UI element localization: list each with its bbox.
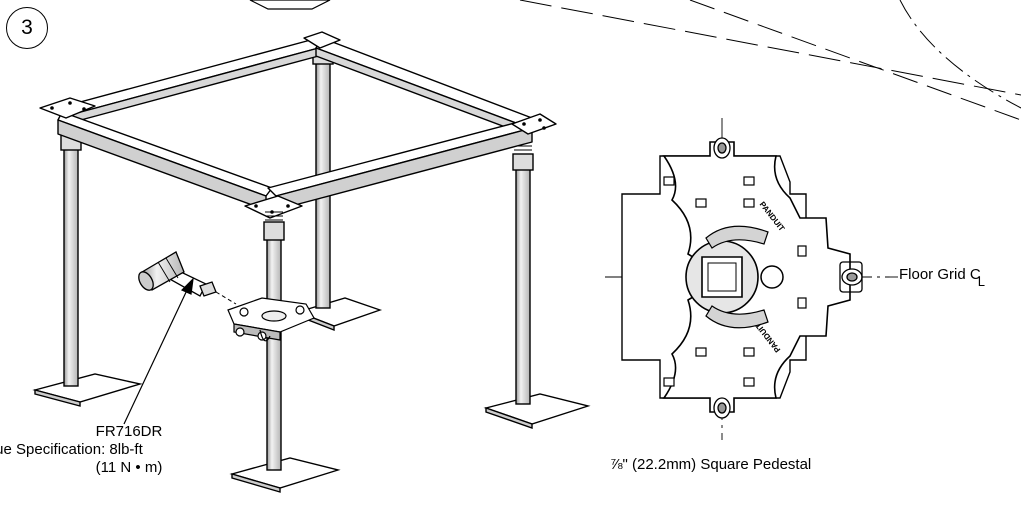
tool-part-number: FR716DR	[95, 423, 163, 440]
pedestal-head-detail	[605, 118, 898, 440]
pedestal-right	[483, 141, 591, 429]
pedestal-front	[229, 211, 341, 493]
pedestal-size-label: ⅞" (22.2mm) Square Pedestal	[610, 456, 812, 473]
torque-metric: (11 N • m)	[95, 459, 163, 476]
nut-driver-icon	[138, 251, 237, 305]
step-number-badge: 3	[6, 7, 48, 49]
torque-specification: Torque Specification: 8lb-ft	[0, 441, 143, 458]
stringer-frame	[39, 31, 557, 219]
tool-leader-arrow	[123, 277, 194, 425]
floor-panel-edge	[249, 0, 331, 10]
floor-grid-text: Floor Grid C	[899, 266, 981, 283]
pedestal-left	[32, 121, 143, 407]
pedestal-clamp	[227, 297, 315, 342]
dashed-reference-lines	[519, 0, 1021, 121]
floor-grid-label: Floor Grid CL	[899, 266, 988, 289]
centerline-subscript: L	[977, 274, 985, 289]
